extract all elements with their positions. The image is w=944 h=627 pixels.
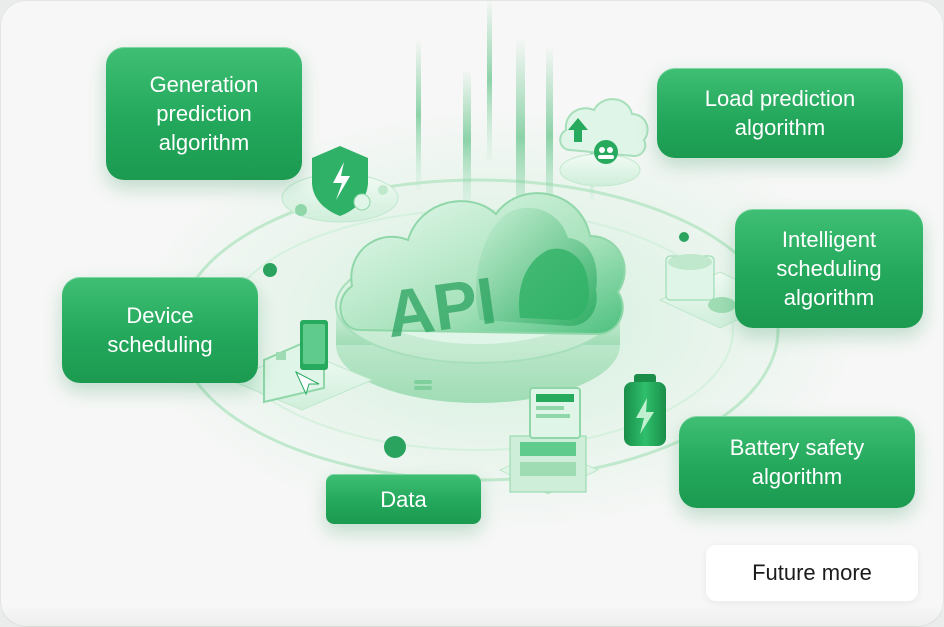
orbit-dot (679, 232, 689, 242)
future-more-text: Future more (752, 560, 872, 585)
device-scheduling-label: Device scheduling (62, 277, 258, 383)
computer-terminal-icon (498, 387, 600, 495)
laptop-cursor-icon (228, 320, 374, 411)
battery-safety-label: Battery safety algorithm (679, 416, 915, 508)
cloud-upload-icon (559, 98, 649, 187)
data-label: Data (326, 474, 481, 524)
battery-icon (624, 374, 666, 446)
generation-prediction-label: Generation prediction algorithm (106, 47, 302, 180)
intelligent-scheduling-text: Intelligent scheduling algorithm (776, 227, 882, 310)
panel-bottom-shade (0, 605, 944, 627)
api-badge-text: API (381, 263, 500, 352)
orbit-dot (384, 436, 406, 458)
api-cloud (339, 192, 626, 336)
data-text: Data (380, 486, 427, 512)
load-prediction-label: Load prediction algorithm (657, 68, 903, 158)
shield-lightning-icon (281, 146, 399, 223)
intelligent-scheduling-label: Intelligent scheduling algorithm (735, 209, 923, 328)
load-prediction-text: Load prediction algorithm (704, 86, 856, 140)
battery-safety-text: Battery safety algorithm (729, 435, 865, 489)
generation-prediction-text: Generation prediction algorithm (149, 72, 259, 155)
device-scheduling-text: Device scheduling (107, 303, 213, 357)
future-more-button: Future more (706, 545, 918, 601)
orbit-dot (263, 263, 277, 277)
